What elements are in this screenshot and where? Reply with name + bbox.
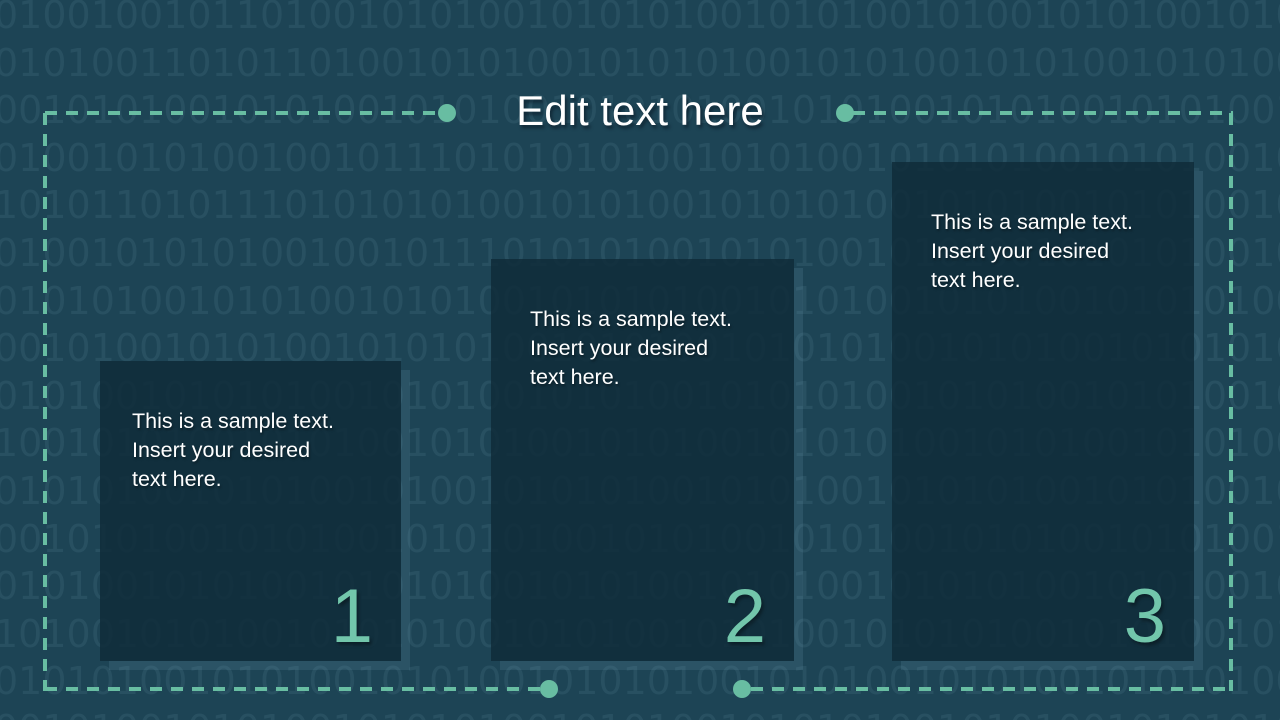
- dashed-line-bottom-left: [45, 687, 540, 691]
- panel-1[interactable]: This is a sample text. Insert your desire…: [100, 361, 401, 661]
- panel-text-line: This is a sample text.: [530, 307, 732, 331]
- connector-dot-icon: [836, 104, 854, 122]
- panel-3-text[interactable]: This is a sample text. Insert your desire…: [892, 162, 1194, 295]
- binary-row: 0101010010101001010100101010100101010010…: [0, 659, 1280, 704]
- panel-1-text[interactable]: This is a sample text. Insert your desire…: [100, 361, 401, 494]
- dashed-line-right: [1229, 113, 1233, 691]
- panel-text-line: This is a sample text.: [132, 409, 334, 433]
- panel-3[interactable]: This is a sample text. Insert your desire…: [892, 162, 1194, 661]
- dashed-line-top-right: [853, 111, 1233, 115]
- panel-text-line: This is a sample text.: [931, 210, 1133, 234]
- connector-dot-icon: [733, 680, 751, 698]
- connector-dot-icon: [438, 104, 456, 122]
- panel-3-number: 3: [1123, 574, 1166, 659]
- panel-text-line: Insert your desired: [530, 336, 709, 360]
- panel-text-line: text here.: [931, 268, 1021, 292]
- dashed-line-bottom-right: [751, 687, 1233, 691]
- slide-title[interactable]: Edit text here: [516, 87, 764, 134]
- panel-text-line: text here.: [530, 365, 620, 389]
- connector-dot-icon: [540, 680, 558, 698]
- panel-text-line: Insert your desired: [132, 438, 311, 462]
- panel-text-line: text here.: [132, 467, 222, 491]
- panel-2-text[interactable]: This is a sample text. Insert your desire…: [491, 259, 794, 392]
- dashed-line-left: [43, 113, 47, 691]
- binary-row: 0010100101010010101010010101001010101001…: [0, 706, 1280, 720]
- panel-2-number: 2: [723, 574, 766, 659]
- panel-2[interactable]: This is a sample text. Insert your desire…: [491, 259, 794, 661]
- panel-1-number: 1: [330, 574, 373, 659]
- binary-row: 0101001101011010010101001010101001010100…: [0, 40, 1280, 85]
- dashed-line-top-left: [45, 111, 440, 115]
- binary-row: 0100100101101001010100101010100101010010…: [0, 0, 1280, 37]
- panel-text-line: Insert your desired: [931, 239, 1110, 263]
- binary-row: 0010101001010100101010010101010010101001…: [0, 88, 1280, 133]
